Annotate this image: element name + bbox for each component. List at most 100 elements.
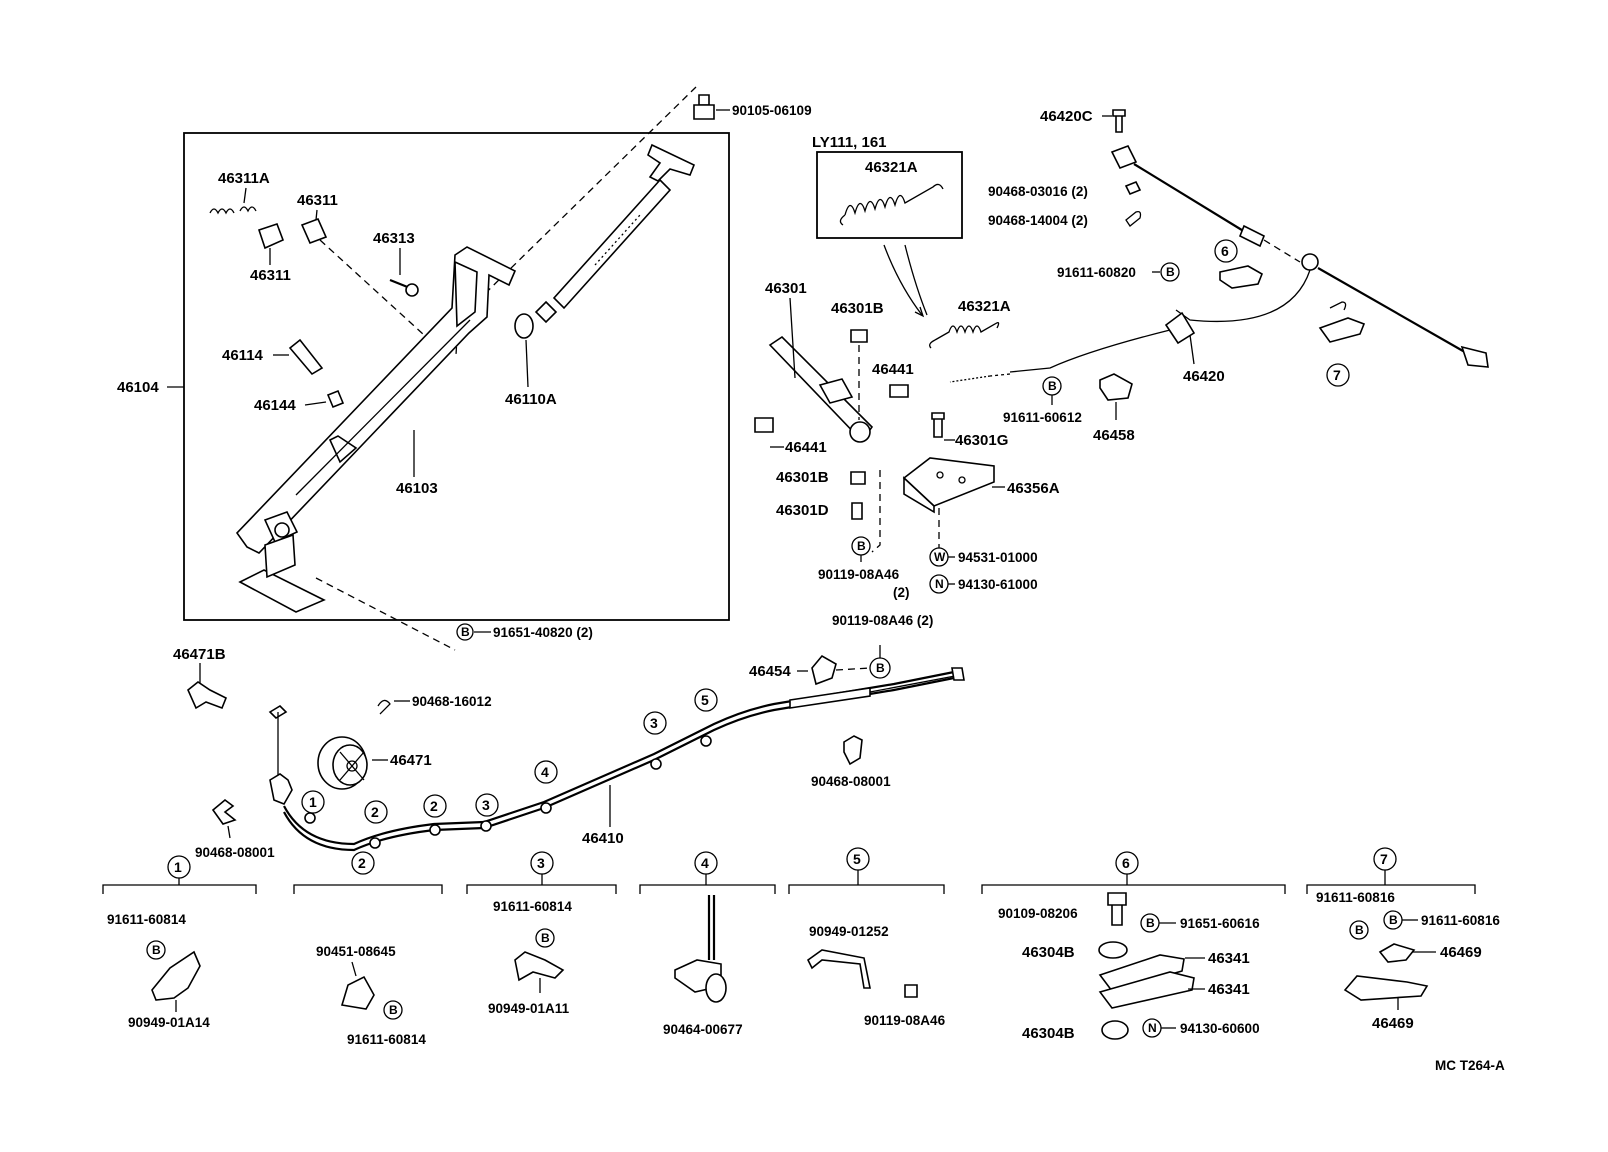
detail-7-symbol-B-left: B (1355, 923, 1364, 937)
label-90468-08001-right: 90468-08001 (811, 774, 891, 789)
detail-5-top-label: 90949-01252 (809, 924, 889, 939)
detail-2-bottom-label: 91611-60814 (347, 1032, 426, 1047)
callout-2-cable-b: 2 (358, 855, 366, 871)
detail-6-callout: 6 (1122, 855, 1130, 871)
callout-7-main: 7 (1333, 367, 1341, 383)
detail-6-r3: 46341 (1208, 981, 1250, 998)
clip-90468-16012 (377, 699, 391, 715)
label-90105-06109: 90105-06109 (732, 103, 812, 118)
lever-46103 (235, 246, 517, 613)
pin-46313 (389, 278, 419, 297)
collar-46441-left (754, 417, 774, 433)
detail-3-clamp (514, 951, 565, 982)
bolt-46301G (931, 412, 945, 438)
detail-6-l2: 46304B (1022, 944, 1075, 961)
label-46458: 46458 (1093, 427, 1135, 444)
symbol-W: W (934, 550, 946, 564)
bracket-46356A (902, 457, 995, 514)
detail-3-callout: 3 (537, 855, 545, 871)
label-46144: 46144 (254, 397, 296, 414)
detail-4-bottom-label: 90464-00677 (663, 1022, 743, 1037)
detail-7-top-label: 91611-60816 (1316, 890, 1395, 905)
detail-6-symbol-B: B (1146, 916, 1155, 930)
label-90119-08A46-a: 90119-08A46 (818, 567, 900, 582)
detail-7-callout: 7 (1380, 851, 1388, 867)
detail-6-bolt (1107, 892, 1127, 926)
detail-1-callout: 1 (174, 859, 182, 875)
label-91611-60820: 91611-60820 (1057, 265, 1136, 280)
label-94531-01000: 94531-01000 (958, 550, 1038, 565)
detail-6-symbol-N: N (1148, 1021, 1157, 1035)
label-46311-left: 46311 (250, 267, 291, 284)
label-46311A: 46311A (218, 170, 270, 187)
detail-5-bracket (806, 949, 871, 989)
label-46110A: 46110A (505, 391, 557, 408)
label-90468-08001-left: 90468-08001 (195, 845, 275, 860)
detail-5-callout: 5 (853, 851, 861, 867)
part-46144 (326, 389, 345, 409)
bracket-46454 (811, 654, 837, 686)
label-46301B-top: 46301B (831, 300, 884, 317)
detail-6-bushing-top (1098, 941, 1128, 959)
callout-5-cable: 5 (701, 692, 709, 708)
label-46321A-box: 46321A (865, 159, 918, 176)
variant-label: LY111, 161 (812, 134, 887, 151)
pin-46301D (851, 502, 863, 520)
label-46454: 46454 (749, 663, 791, 680)
detail-3-top-label: 91611-60814 (493, 899, 572, 914)
release-rod (534, 143, 696, 324)
label-91611-60612: 91611-60612 (1003, 410, 1082, 425)
label-46471: 46471 (390, 752, 432, 769)
label-91651-40820: 91651-40820 (2) (493, 625, 593, 640)
detail-1-symbol-B: B (152, 943, 161, 957)
detail-4-clip (674, 895, 727, 1003)
detail-1-top-label: 91611-60814 (107, 912, 186, 927)
callout-4-cable: 4 (541, 764, 549, 780)
spring-46321A (934, 322, 1000, 341)
detail-7-bottom-label: 46469 (1372, 1015, 1414, 1032)
bracket-callout-6 (1219, 265, 1264, 289)
detail-7-r1: 91611-60816 (1421, 913, 1500, 928)
detail-1-bracket (151, 950, 201, 1001)
detail-7-r2: 46469 (1440, 944, 1482, 961)
label-46420: 46420 (1183, 368, 1225, 385)
symbol-B-90119-a: B (857, 539, 866, 553)
detail-7-bracket (1343, 975, 1429, 1001)
bracket-46458 (1099, 373, 1133, 401)
symbol-B-91651: B (461, 625, 470, 639)
label-90119-08A46-a-qty: (2) (893, 585, 910, 600)
detail-7-symbol-B-right: B (1389, 913, 1398, 927)
label-46114: 46114 (222, 347, 264, 364)
detail-4-callout: 4 (701, 855, 709, 871)
label-46410: 46410 (582, 830, 624, 847)
detail-6-r2: 46341 (1208, 950, 1250, 967)
detail-2-top-label: 90451-08645 (316, 944, 396, 959)
detail-6-bushing-bottom (1101, 1020, 1129, 1040)
spring-46311A (209, 206, 257, 215)
label-46301D: 46301D (776, 502, 829, 519)
label-46441-left: 46441 (785, 439, 827, 456)
symbol-B-60820: B (1166, 265, 1175, 279)
label-46301G: 46301G (955, 432, 1008, 449)
lever-assembly-box (183, 132, 730, 621)
detail-6-r1: 91651-60616 (1180, 916, 1260, 931)
detail-2-symbol-B: B (389, 1003, 398, 1017)
clip-90468-14004 (1125, 210, 1142, 227)
bushing-46110A (514, 313, 534, 339)
symbol-B-90119-b: B (876, 661, 885, 675)
detail-2-clamp (340, 975, 375, 1010)
callout-2-cable-c: 2 (430, 798, 438, 814)
label-46441-right: 46441 (872, 361, 914, 378)
cable-46420 (949, 144, 1489, 383)
label-94130-61000: 94130-61000 (958, 577, 1038, 592)
label-46471B: 46471B (173, 646, 226, 663)
callout-3-cable-b: 3 (650, 715, 658, 731)
clip-90468-08001-left (211, 798, 237, 825)
figure-code: MC T264-A (1435, 1058, 1505, 1073)
bracket-callout-7 (1318, 317, 1366, 343)
bushing-46301B-top (850, 329, 868, 343)
part-46114 (288, 338, 324, 376)
detail-6-r4: 94130-60600 (1180, 1021, 1260, 1036)
bolt-46420C (1112, 109, 1126, 133)
cable-46410 (268, 667, 965, 852)
